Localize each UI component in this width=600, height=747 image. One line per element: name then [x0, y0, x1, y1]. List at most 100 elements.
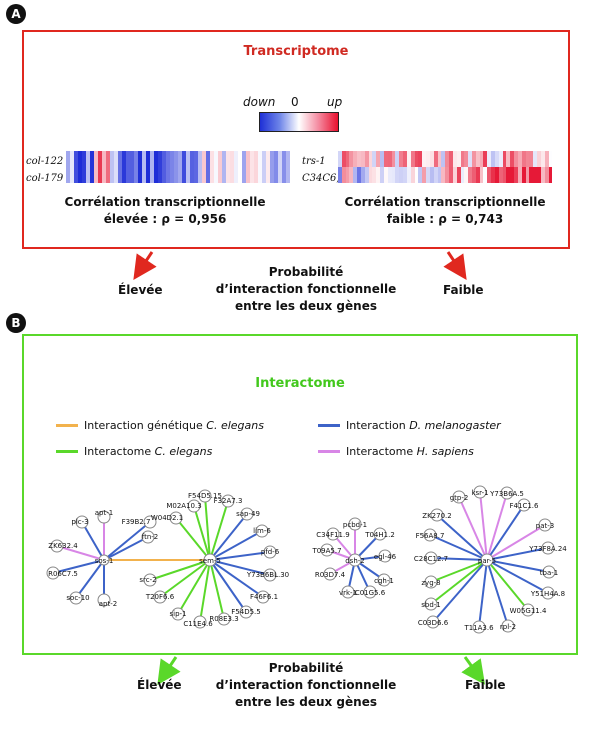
network-edge — [458, 496, 488, 561]
heatmap-cell — [254, 151, 258, 167]
network-node-label: R03D7.4 — [315, 571, 346, 579]
network-node — [424, 597, 438, 611]
heatmap-cell — [70, 151, 74, 167]
network-node-label: pcbd-1 — [343, 521, 367, 529]
network-node-label: C01G5.6 — [355, 589, 386, 597]
network-node — [426, 615, 440, 629]
heatmap-cell — [238, 151, 242, 167]
network-edge — [199, 559, 211, 623]
scale-down-label: down — [243, 95, 276, 109]
heatmap-cell — [158, 151, 162, 167]
heatmap-cell — [198, 167, 202, 183]
network-edge — [209, 551, 271, 561]
heatmap-cell — [138, 167, 142, 183]
heatmap-cell — [529, 167, 534, 183]
network-edge — [429, 534, 488, 561]
network-node — [517, 498, 531, 512]
network-node-label: C28C12.7 — [414, 555, 448, 563]
heatmap-cell — [90, 167, 94, 183]
level-low-b: Faible — [465, 678, 506, 692]
heatmap-cell — [70, 167, 74, 183]
gene-label-col-122: col-122 — [26, 156, 64, 167]
network-node — [141, 530, 155, 544]
heatmap-cell — [387, 151, 392, 167]
heatmap-cell — [422, 151, 427, 167]
panel-a-letter: A — [6, 4, 26, 24]
network-edge — [204, 495, 211, 561]
network-edge — [209, 559, 225, 620]
heatmap-cell — [230, 167, 234, 183]
heatmap-cell — [154, 167, 158, 183]
heatmap-cell — [174, 167, 178, 183]
network-edge — [209, 559, 247, 613]
heatmap-cell — [345, 151, 350, 167]
legend-swatch-green — [56, 450, 78, 453]
heatmap-cell — [138, 151, 142, 167]
heatmap-cell — [403, 151, 407, 167]
network-node — [169, 511, 183, 525]
network-edge — [432, 559, 488, 623]
network-node — [373, 527, 387, 541]
heatmap-cell — [387, 167, 392, 183]
heatmap-cell — [376, 167, 381, 183]
heatmap-cell — [494, 151, 499, 167]
transcriptome-title: Transcriptome — [243, 44, 349, 59]
heatmap-cell — [525, 151, 530, 167]
heatmap-cell — [194, 167, 198, 183]
heatmap-cell — [483, 151, 488, 167]
heatmap-cell — [214, 167, 218, 183]
network-edge — [159, 559, 211, 598]
heatmap-cell — [242, 151, 246, 167]
network-node-label: apt-2 — [99, 600, 117, 608]
heatmap-cell — [456, 151, 461, 167]
heatmap-cell — [433, 167, 438, 183]
network-node-label: apt-1 — [95, 509, 113, 517]
network-node — [430, 508, 444, 522]
heatmap-cell — [206, 151, 210, 167]
heatmap-cell — [246, 167, 250, 183]
heatmap-cell — [510, 151, 515, 167]
heatmap-cell — [222, 151, 226, 167]
network-node-label: rpl-2 — [500, 623, 516, 631]
interactome-panel — [22, 334, 578, 655]
network-node — [500, 486, 514, 500]
network-node — [423, 528, 437, 542]
heatmap-cell — [468, 167, 472, 183]
network-node-label: pfd-6 — [261, 548, 280, 556]
heatmap-cell — [372, 151, 377, 167]
network-node — [348, 553, 362, 567]
network-node-label: sbd-1 — [421, 601, 441, 609]
heatmap-cell — [202, 167, 206, 183]
heatmap-cell — [274, 167, 278, 183]
heatmap-cell — [460, 151, 465, 167]
heatmap-cell — [338, 167, 342, 183]
heatmap-cell — [114, 151, 118, 167]
heatmap-cell — [194, 151, 198, 167]
heatmap-cell — [510, 167, 515, 183]
network-node — [50, 539, 64, 553]
heatmap-cell — [286, 151, 290, 167]
heatmap-cell — [130, 167, 134, 183]
heatmap-cell — [150, 151, 154, 167]
heatmap-cell — [460, 167, 465, 183]
heatmap-cell — [122, 167, 126, 183]
heatmap-cell — [376, 151, 381, 167]
heatmap-cell — [122, 151, 126, 167]
heatmap-cell — [491, 151, 495, 167]
network-edge — [209, 530, 263, 561]
network-node-label: gtp-2 — [450, 494, 469, 502]
heatmap-cell — [529, 151, 534, 167]
heatmap-cell — [357, 151, 361, 167]
network-node-label: dsh-2 — [345, 557, 365, 565]
heatmap-cell — [502, 167, 507, 183]
network-node — [69, 591, 83, 605]
network-edge — [430, 559, 488, 583]
arrow-high-a — [133, 251, 157, 280]
network-edge — [479, 491, 488, 561]
heatmap-cell — [537, 167, 541, 183]
heatmap-cell — [166, 167, 170, 183]
level-high-b: Élevée — [137, 678, 182, 692]
heatmap-cell — [134, 151, 138, 167]
legend-interaction-dmelanogaster: Interaction D. melanogaster — [318, 419, 501, 432]
heatmap-right — [338, 151, 553, 183]
